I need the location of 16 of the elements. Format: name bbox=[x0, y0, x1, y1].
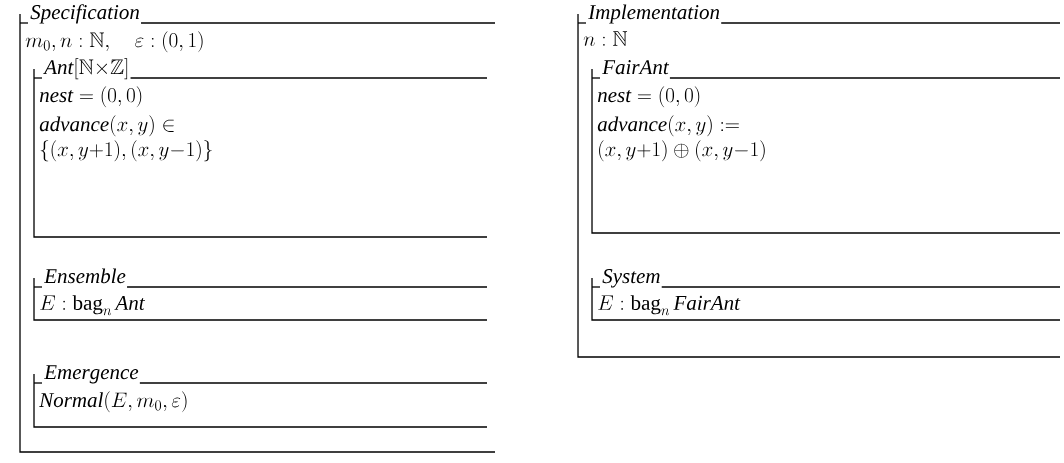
declaration: $\mathit{Normal}(E, m_0, \varepsilon)$ bbox=[39, 391, 187, 413]
declaration: $\begin{array}{@{}l@{}}\mathit{advance}(x,y) :=\\ (x,y{+}1) \oplus (x,y{-}1)\end{array}$ bbox=[597, 115, 765, 162]
schema-title: $\mathit{FairAnt}$ bbox=[602, 60, 670, 75]
schema-title: $\mathit{System}$ bbox=[602, 269, 660, 288]
declaration: $m_0, n : \mathbb{N},\quad \varepsilon : (0,1)$ bbox=[25, 31, 203, 53]
declaration: $\mathit{nest} = (0,0)$ bbox=[39, 86, 142, 108]
schema-title: $\mathit{Ant}[\mathbb{N}{\times}\mathbb{Z}]$ bbox=[43, 58, 128, 80]
schema-title: $\mathit{Ensemble}$ bbox=[43, 268, 126, 284]
declaration: $E : \mathrm{bag}_n\, \mathit{Ant}$ bbox=[40, 295, 146, 316]
schema-title: $\mathit{Implementation}$ bbox=[588, 4, 720, 24]
declaration: $E : \mathrm{bag}_n\, \mathit{FairAnt}$ bbox=[598, 295, 741, 316]
declaration: $\begin{array}{@{}l@{}}\mathit{advance}(x,y) \in \\ \{(x,y{+}1),(x,y{-}1)\}\end{array}$ bbox=[39, 115, 212, 162]
declaration: $\mathit{nest} = (0,0)$ bbox=[597, 86, 700, 108]
schema-title: $\mathit{Specification}$ bbox=[30, 4, 139, 24]
schema-title: $\mathit{Emergence}$ bbox=[43, 365, 139, 384]
declaration: $n : \mathbb{N}$ bbox=[583, 31, 628, 47]
